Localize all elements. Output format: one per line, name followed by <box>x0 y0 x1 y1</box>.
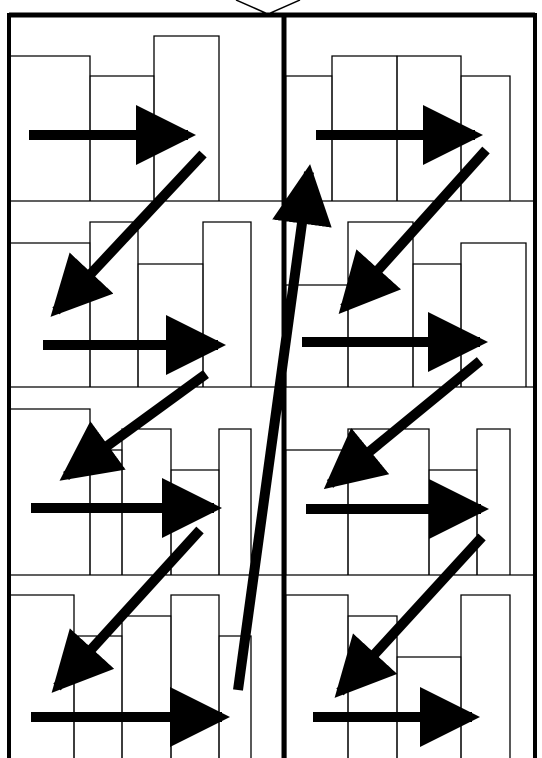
arrow-left-diag3 <box>57 530 200 687</box>
arrow-right-diag1 <box>344 150 486 308</box>
arrow-to-right-column <box>238 172 309 690</box>
arrow-right-diag2 <box>330 361 480 484</box>
shelf-boards <box>9 201 535 575</box>
top-chevron <box>236 0 300 14</box>
arrow-left-diag1 <box>56 154 203 311</box>
arrow-left-diag2 <box>66 374 206 476</box>
